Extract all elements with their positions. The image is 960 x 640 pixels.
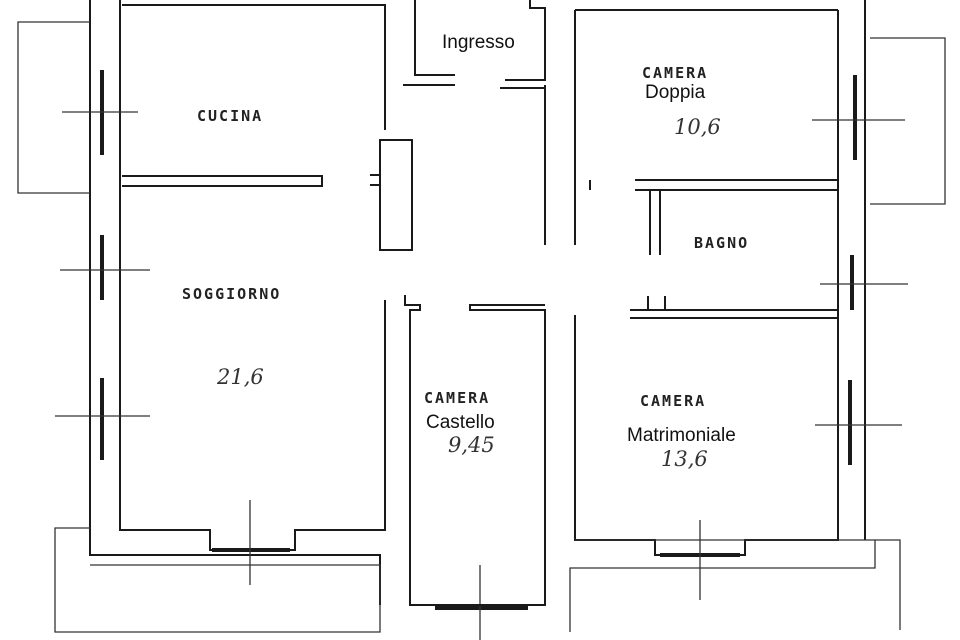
camera-doppia-area: 10,6 (674, 115, 721, 139)
camera-matrimoniale-name: Matrimoniale (627, 425, 736, 446)
soggiorno-area: 21,6 (216, 365, 264, 389)
camera-castello-area: 9,45 (448, 433, 495, 457)
camera-castello-label: CAMERA (424, 389, 490, 407)
camera-doppia-name: Doppia (645, 82, 706, 103)
balconies (17, 21, 946, 633)
cucina-label: CUCINA (197, 107, 263, 125)
camera-matrimoniale-area: 13,6 (661, 447, 708, 471)
bagno-label: BAGNO (694, 234, 749, 252)
window-frames (55, 70, 908, 640)
camera-castello-name: Castello (426, 412, 495, 433)
interior-walls (122, 139, 838, 606)
ingresso-name: Ingresso (442, 32, 515, 53)
soggiorno-label: SOGGIORNO (182, 285, 281, 303)
camera-matrimoniale-label: CAMERA (640, 392, 706, 410)
camera-doppia-label: CAMERA (642, 64, 708, 82)
